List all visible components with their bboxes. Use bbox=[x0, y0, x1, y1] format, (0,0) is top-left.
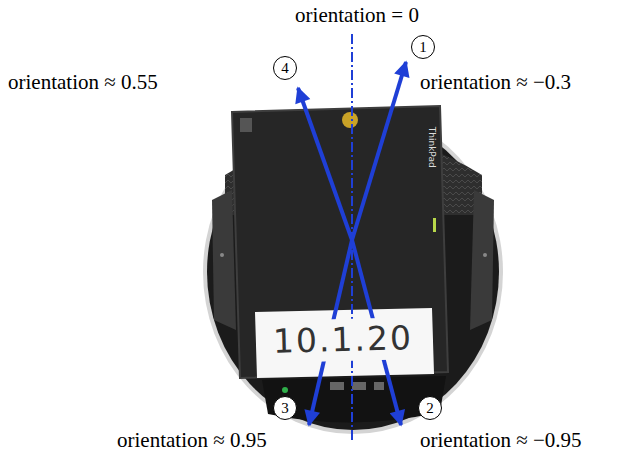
screw bbox=[483, 253, 487, 257]
screw bbox=[220, 253, 224, 257]
orientation-label: orientation ≈ −0.3 bbox=[420, 70, 571, 94]
callout-circle: 2 bbox=[418, 396, 442, 420]
callout-number: 4 bbox=[281, 61, 289, 76]
orientation-arrow bbox=[352, 62, 406, 240]
side-plate bbox=[212, 190, 236, 330]
power-led bbox=[282, 387, 288, 393]
tape bbox=[255, 308, 434, 378]
callout-number: 1 bbox=[419, 40, 427, 55]
axis-label: orientation = 0 bbox=[295, 3, 419, 27]
orientation-label: orientation ≈ 0.95 bbox=[117, 428, 267, 452]
logo-badge bbox=[342, 112, 358, 128]
handwritten-tag: 10.1.20 bbox=[266, 317, 419, 363]
front-panel bbox=[262, 376, 446, 423]
callout-number: 2 bbox=[426, 401, 434, 416]
laptop bbox=[232, 106, 448, 378]
port bbox=[330, 382, 344, 390]
orientation-arrow bbox=[298, 88, 352, 240]
callout-circle: 3 bbox=[273, 396, 297, 420]
side-plate bbox=[470, 190, 494, 330]
brand-mark: ThinkPad bbox=[427, 127, 437, 168]
port bbox=[374, 382, 384, 390]
port bbox=[352, 382, 366, 390]
callout-number: 3 bbox=[281, 401, 289, 416]
callout-circle: 4 bbox=[273, 56, 297, 80]
status-light bbox=[433, 218, 436, 232]
sticker bbox=[240, 118, 252, 132]
orientation-label: orientation ≈ −0.95 bbox=[420, 428, 582, 452]
orientation-label: orientation ≈ 0.55 bbox=[8, 70, 158, 94]
callout-circle: 1 bbox=[411, 35, 435, 59]
